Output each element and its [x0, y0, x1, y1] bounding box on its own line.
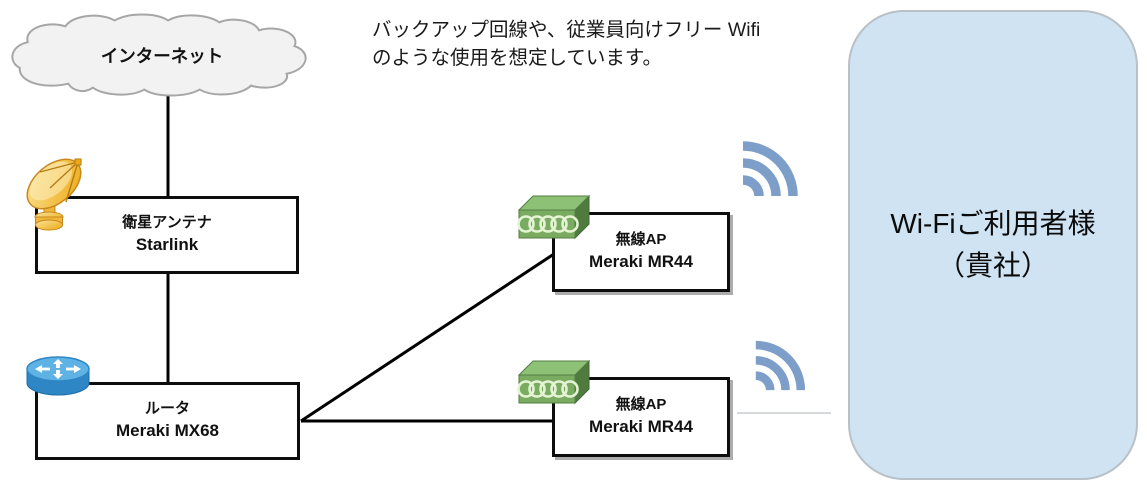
satellite-dish-icon	[20, 146, 92, 234]
internet-cloud: インターネット	[6, 10, 332, 100]
wifi-signal-icon	[731, 130, 811, 204]
wifi-signal-icon	[745, 329, 817, 399]
cloud-icon	[11, 13, 307, 97]
ap2-name: 無線AP	[615, 396, 667, 414]
panel-line2: （貴社）	[936, 250, 1049, 281]
annotation-line2: のような使用を想定しています。	[372, 47, 662, 70]
wifi-users-panel: Wi-Fiご利用者様 （貴社）	[848, 10, 1138, 480]
router-icon	[22, 352, 94, 400]
annotation-note: バックアップ回線や、従業員向けフリー Wifi のような使用を想定しています。	[372, 16, 812, 73]
access-point-icon	[516, 358, 592, 408]
panel-line1: Wi-Fiご利用者様	[890, 208, 1096, 239]
starlink-model: Starlink	[135, 234, 199, 254]
cloud-label: インターネット	[100, 45, 224, 66]
access-point-icon	[516, 193, 592, 243]
router-name: ルータ	[144, 400, 190, 418]
router-node: ルータ Meraki MX68	[35, 382, 300, 460]
starlink-node: 衛星アンテナ Starlink	[35, 196, 299, 274]
annotation-line1: バックアップ回線や、従業員向けフリー Wifi	[372, 19, 761, 41]
ap1-model: Meraki MR44	[589, 251, 693, 271]
starlink-name: 衛星アンテナ	[122, 214, 212, 232]
ap2-model: Meraki MR44	[589, 416, 693, 436]
ap1-name: 無線AP	[615, 231, 667, 249]
router-model: Meraki MX68	[116, 420, 219, 440]
